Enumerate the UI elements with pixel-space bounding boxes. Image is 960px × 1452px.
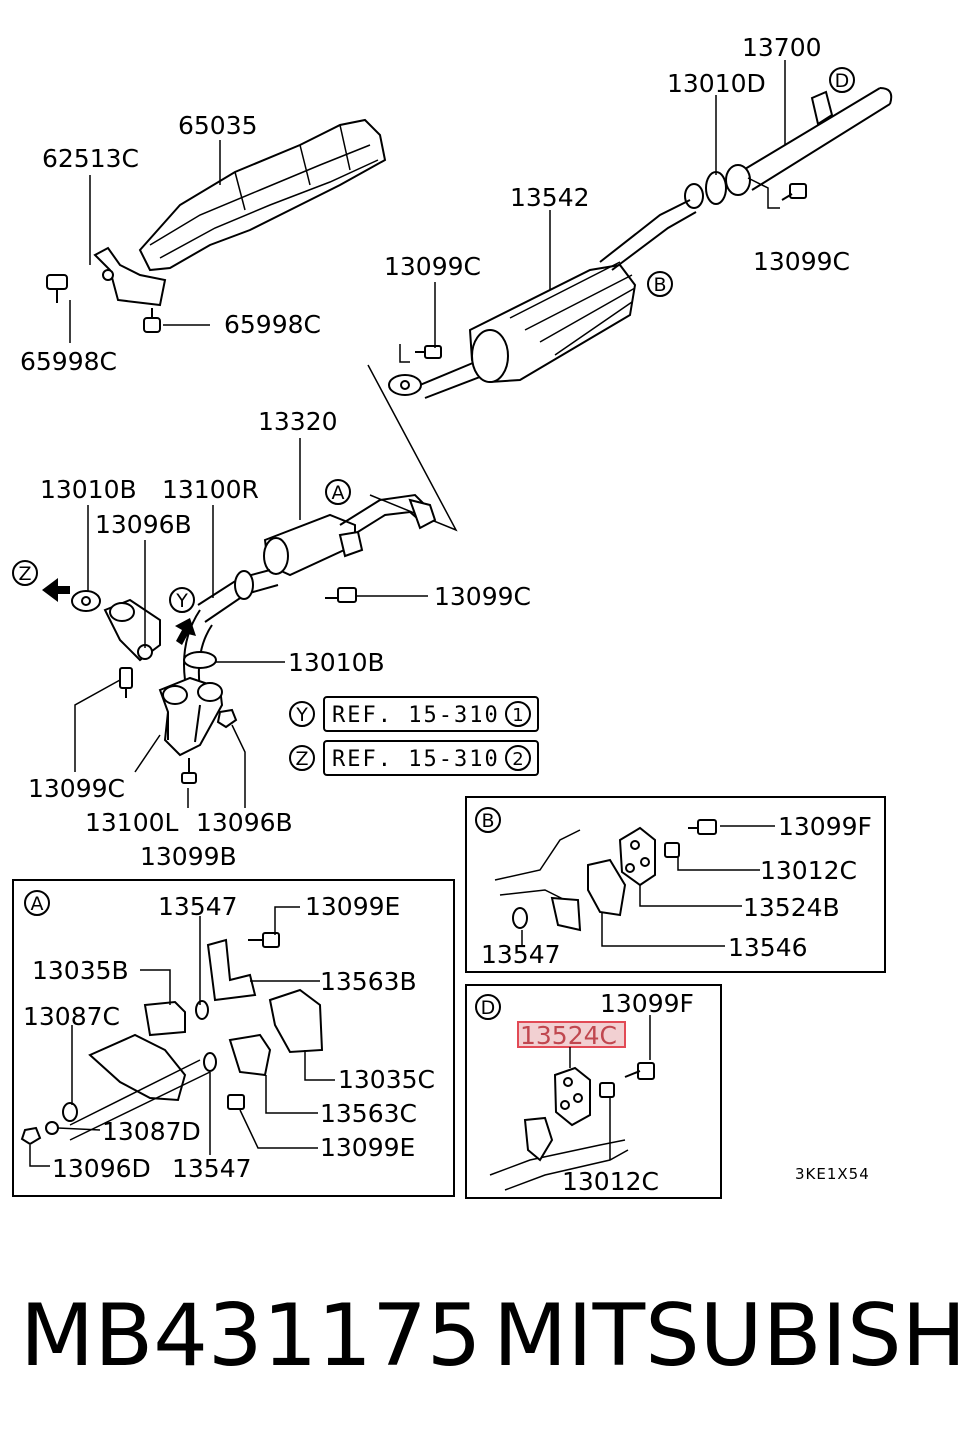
- heat-shield-65035: [138, 118, 387, 272]
- label-13010B-center: 13010B: [288, 648, 385, 677]
- label-13099C-upper-right: 13099C: [753, 247, 850, 276]
- nut-13096B-lower: [216, 708, 238, 729]
- svg-text:Z: Z: [295, 748, 308, 770]
- gasket-13010B-center: [183, 651, 217, 669]
- marker-z: Z: [12, 560, 38, 586]
- main-muffler-13542: [419, 199, 697, 399]
- stud-13099B: [181, 758, 197, 784]
- label-13700: 13700: [742, 33, 822, 62]
- svg-text:2: 2: [512, 749, 523, 770]
- ref-z-text: REF. 15-310: [332, 747, 500, 772]
- front-flange: [388, 374, 422, 396]
- box-d-label-13012C: 13012C: [562, 1167, 659, 1196]
- label-65998C-right: 65998C: [224, 310, 321, 339]
- box-a-label-13099E-bottom: 13099E: [320, 1133, 415, 1162]
- box-a-label-13096D: 13096D: [52, 1154, 151, 1183]
- svg-text:B: B: [653, 274, 666, 296]
- center-pipe-13320: [263, 493, 437, 577]
- detail-box-a: A 13547 13099E 13035B 13563B 13087C 13: [12, 879, 455, 1197]
- ref-z-row: Z REF. 15-310 2: [289, 740, 539, 776]
- gasket-13010B-left: [71, 590, 101, 612]
- box-a-label-13547-bottom: 13547: [172, 1154, 252, 1183]
- label-13100R: 13100R: [162, 475, 259, 504]
- label-65035: 65035: [178, 111, 258, 140]
- svg-text:Z: Z: [18, 563, 31, 585]
- bolt-13099C-middle: [325, 587, 357, 603]
- label-13010B-top: 13010B: [40, 475, 137, 504]
- label-65998C-left: 65998C: [20, 347, 117, 376]
- gasket-13010D: [684, 164, 751, 209]
- tail-pipe-13700: [739, 87, 893, 191]
- ref-bracket-upper-left: [399, 344, 410, 363]
- exhaust-manifold-connection: [103, 598, 161, 662]
- footer-brand: MITSUBISHI: [493, 1286, 960, 1386]
- label-13099C-lower: 13099C: [28, 774, 125, 803]
- label-13096B-lower: 13096B: [196, 808, 293, 837]
- box-a-label-13087D: 13087D: [102, 1117, 201, 1146]
- diagram-code: 3KE1X54: [795, 1165, 870, 1183]
- heat-shield-bracket-62513C: [93, 246, 167, 307]
- ref-y-row: Y REF. 15-310 1: [289, 696, 539, 732]
- svg-text:Y: Y: [295, 704, 308, 726]
- box-a-label-13563B: 13563B: [320, 967, 417, 996]
- bolt-13099C-upper-right: [781, 183, 807, 201]
- svg-text:D: D: [835, 70, 850, 92]
- detail-box-b: B 13099F 13012C 13524B 13547 13546: [465, 796, 886, 973]
- svg-text:Y: Y: [175, 590, 188, 612]
- marker-a: A: [325, 479, 351, 505]
- front-pipe-13100L: [158, 676, 224, 757]
- label-13320: 13320: [258, 407, 338, 436]
- label-13100L: 13100L: [85, 808, 179, 837]
- box-a-label-13099E-top: 13099E: [305, 892, 400, 921]
- box-a-label-13563C: 13563C: [320, 1099, 417, 1128]
- label-13099B: 13099B: [140, 842, 237, 871]
- footer-part-number: MB431175: [20, 1286, 482, 1386]
- box-a-label-13547-top: 13547: [158, 892, 238, 921]
- marker-y: Y: [169, 587, 195, 613]
- arrow-y-icon: [175, 618, 196, 645]
- box-d-label-13524C: 13524C: [520, 1021, 617, 1050]
- box-b-label-13524B: 13524B: [743, 893, 840, 922]
- box-b-label-13546: 13546: [728, 933, 808, 962]
- bolt-65998C-left: [46, 274, 68, 303]
- svg-text:A: A: [31, 893, 44, 915]
- svg-text:B: B: [481, 810, 494, 832]
- bolt-13099C-lower: [119, 667, 133, 698]
- svg-text:D: D: [481, 997, 496, 1019]
- box-a-label-13087C: 13087C: [23, 1002, 120, 1031]
- leader-lines: [69, 60, 786, 808]
- box-b-label-13012C: 13012C: [760, 856, 857, 885]
- front-pipe-13100R: [183, 569, 279, 691]
- marker-d: D: [829, 67, 855, 93]
- ref-y-text: REF. 15-310: [332, 703, 500, 728]
- bolt-13099C-upper-left: [415, 345, 442, 359]
- arrow-z-icon: [42, 578, 70, 602]
- box-b-label-13099F: 13099F: [778, 812, 872, 841]
- label-13099C-upper-left: 13099C: [384, 252, 481, 281]
- detail-box-d: D 13099F 13524C 13012C: [465, 984, 722, 1199]
- marker-b: B: [647, 271, 673, 297]
- box-a-label-13035B: 13035B: [32, 956, 129, 985]
- box-d-label-13099F: 13099F: [600, 989, 694, 1018]
- svg-text:1: 1: [512, 705, 523, 726]
- ref-bracket-upper-right: [747, 177, 780, 209]
- label-13010D: 13010D: [667, 69, 766, 98]
- box-b-label-13547: 13547: [481, 940, 561, 969]
- bolt-65998C-right: [143, 308, 161, 333]
- label-13096B-top: 13096B: [95, 510, 192, 539]
- label-62513C: 62513C: [42, 144, 139, 173]
- label-13542: 13542: [510, 183, 590, 212]
- box-a-label-13035C: 13035C: [338, 1065, 435, 1094]
- svg-text:A: A: [332, 482, 345, 504]
- connection-line: [367, 364, 458, 532]
- highlight-box-13524C: [517, 1021, 626, 1048]
- label-13099C-middle: 13099C: [434, 582, 531, 611]
